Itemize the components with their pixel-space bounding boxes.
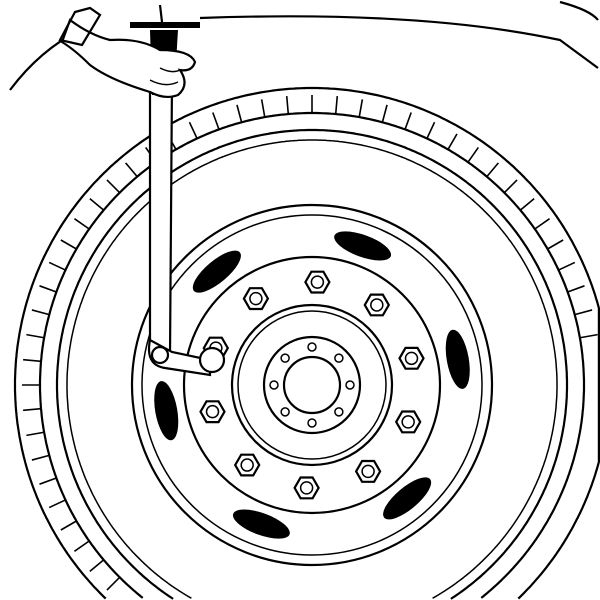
tread-mark <box>39 285 57 293</box>
hub-stud <box>307 342 317 352</box>
tread-mark <box>358 99 364 118</box>
tread-mark <box>89 559 105 573</box>
tread-mark <box>260 99 266 118</box>
hub-studs <box>269 342 355 428</box>
tread-mark <box>212 112 220 130</box>
vent-hole <box>445 329 470 389</box>
rim-outline <box>55 128 569 600</box>
lug-nut <box>293 476 320 500</box>
tread-mark <box>26 431 45 437</box>
tread-mark <box>106 179 121 194</box>
tread-mark <box>285 96 290 115</box>
tread-mark <box>188 121 198 139</box>
tread-mark <box>23 358 42 363</box>
tread-mark <box>48 261 66 271</box>
hub-stud <box>334 353 344 363</box>
wheel-rim <box>55 128 569 600</box>
hand <box>58 6 197 99</box>
tread-mark <box>426 121 436 139</box>
tire-outer-edge <box>13 86 600 600</box>
tread-mark <box>236 104 243 123</box>
tire-sidewall-edge <box>38 111 586 599</box>
hub-stud <box>280 353 290 363</box>
lug-nut <box>394 410 422 434</box>
tread-mark <box>447 133 458 150</box>
lug-nut <box>199 400 226 424</box>
vent-hole <box>154 381 179 441</box>
hub-stud <box>334 407 344 417</box>
tread-mark <box>60 239 77 250</box>
tread-mark <box>519 197 535 211</box>
tread-mark <box>486 162 500 178</box>
tire <box>13 86 600 600</box>
tread-mark <box>60 520 77 531</box>
tread-mark <box>404 112 412 130</box>
tread-mark <box>534 218 551 230</box>
vent-holes <box>154 231 470 539</box>
hub-stud <box>307 418 317 428</box>
tread-mark <box>381 104 388 123</box>
vent-hole <box>383 477 432 520</box>
lug-nut <box>354 459 382 483</box>
tread-mark <box>31 309 50 316</box>
lug-nut <box>233 453 261 477</box>
lug-nut <box>398 346 425 370</box>
rim-outer-edge <box>55 128 569 600</box>
wrench-pivot <box>150 345 170 365</box>
tread-mark <box>547 239 564 250</box>
tread-mark <box>574 309 593 316</box>
tread-mark <box>73 540 90 552</box>
hub-stud <box>280 407 290 417</box>
tread-mark <box>467 146 479 163</box>
tread-mark <box>124 162 138 178</box>
tread-mark <box>23 407 42 412</box>
lug-nut <box>363 293 391 317</box>
tread-mark <box>39 477 57 485</box>
tread-mark <box>48 499 66 509</box>
wrench-socket <box>198 346 226 374</box>
rim-flange <box>66 139 558 599</box>
hub-stud <box>345 380 355 390</box>
lug-nuts <box>199 270 425 500</box>
lug-nut <box>304 270 331 294</box>
tread-mark <box>31 454 50 461</box>
hub-stud <box>269 380 279 390</box>
tread-mark <box>503 179 518 194</box>
lug-nut <box>242 287 270 311</box>
vent-hole <box>192 250 241 293</box>
tread-mark <box>89 197 105 211</box>
tread-mark <box>26 333 45 339</box>
tread-mark <box>106 576 121 591</box>
tread-mark <box>558 261 576 271</box>
tread-mark <box>579 333 598 339</box>
tread-mark <box>73 218 90 230</box>
tread-mark <box>567 285 585 293</box>
tread-mark <box>334 96 339 115</box>
vent-hole <box>334 231 392 261</box>
vent-hole <box>232 509 290 539</box>
tire-outline <box>13 86 600 600</box>
